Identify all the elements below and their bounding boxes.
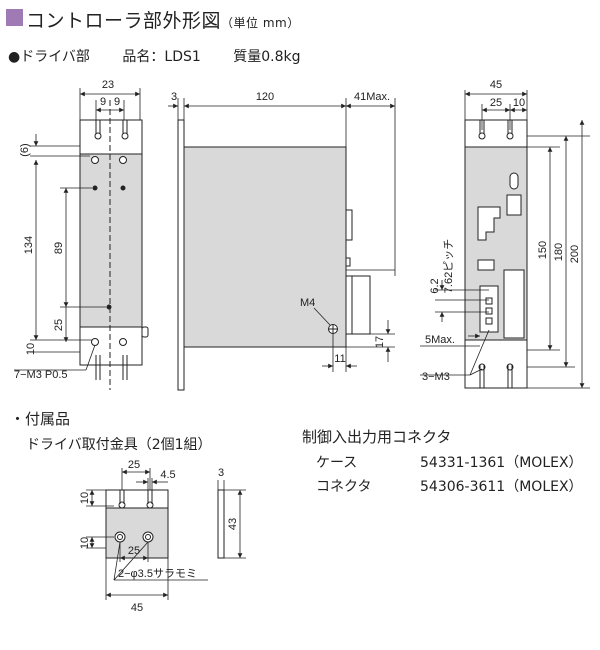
bracket-side [217, 480, 246, 559]
accessories-bracket-label: ドライバ取付金具（2個1組） [26, 437, 212, 453]
connector-case-label: ケース [316, 455, 358, 471]
bracket-front [105, 489, 169, 559]
rear-dim-10: 10 [513, 97, 525, 109]
rear-dim-6-2: 6.2 [429, 278, 441, 293]
pitch-label: 7.62ピッチ [442, 239, 455, 293]
dim-9b: 9 [114, 96, 120, 108]
bracket-dim-4-5: 4.5 [160, 469, 175, 481]
driver-model: 品名：LDS1 [122, 49, 201, 65]
side-connector [345, 275, 371, 335]
front-view [79, 100, 149, 390]
bracket-dim-45: 45 [131, 602, 143, 614]
driver-name: ●ドライバ部 [8, 49, 90, 65]
bracket-dim-3: 3 [218, 467, 224, 479]
title-square-icon [6, 9, 23, 26]
dim-134: 134 [23, 236, 35, 254]
side-body [183, 146, 347, 348]
connector-case-part: 54331-1361（MOLEX） [420, 455, 583, 471]
bracket-dims [86, 468, 208, 600]
bracket-dim-10b: 10 [79, 537, 91, 549]
rear-dim-150: 150 [537, 241, 549, 259]
driver-info: ●ドライバ部 品名：LDS1 質量0.8kg [8, 46, 328, 66]
dim-23: 23 [102, 79, 114, 91]
rear-view [464, 119, 528, 389]
dim-25: 25 [53, 319, 65, 331]
rear-dim-180: 180 [553, 243, 565, 261]
front-bottom-tab [79, 326, 143, 366]
dim-89: 89 [53, 242, 65, 254]
dim-3: 3 [171, 91, 177, 103]
front-dims [14, 88, 141, 371]
m4-label: M4 [300, 297, 315, 309]
connector-plug-part: 54306-3611（MOLEX） [420, 479, 583, 495]
rear-dims [420, 90, 590, 389]
rear-dim-45: 45 [490, 79, 502, 91]
dim-10: 10 [25, 343, 37, 355]
rear-dim-25: 25 [490, 97, 502, 109]
front-body [79, 146, 143, 348]
dim-11: 11 [334, 353, 345, 365]
bracket-dim-10a: 10 [79, 492, 91, 504]
connector-plug-label: コネクタ [316, 479, 372, 495]
bracket-holes-label: 2−φ3.5サラモミ [118, 567, 197, 580]
page-title: コントローラ部外形図（単位 mm） [26, 10, 300, 32]
rear-dim-200: 200 [569, 245, 581, 263]
thread-label: 7−M3 P0.5 [14, 369, 68, 381]
bracket-dim-43: 43 [227, 518, 239, 530]
rear-connector-block [503, 269, 525, 339]
connector-title: 制御入出力用コネクタ [302, 428, 452, 446]
side-view [177, 119, 371, 391]
dim-17: 17 [374, 336, 386, 348]
dim-6: (6) [19, 143, 31, 156]
dim-120: 120 [256, 91, 274, 103]
bracket-dim-25-bot: 25 [128, 545, 140, 557]
side-plate [177, 119, 185, 391]
dim-9a: 9 [100, 96, 106, 108]
dim-41: 41Max. [354, 91, 390, 103]
side-dims [168, 98, 396, 372]
accessories-title: ・付属品 [10, 410, 71, 428]
driver-weight: 質量0.8kg [233, 49, 301, 65]
bracket-dim-25-top: 25 [128, 459, 140, 471]
rear-dim-5max: 5Max. [425, 334, 455, 346]
rear-holes-label: 3−M3 [422, 371, 450, 383]
front-top-tab [79, 119, 143, 155]
